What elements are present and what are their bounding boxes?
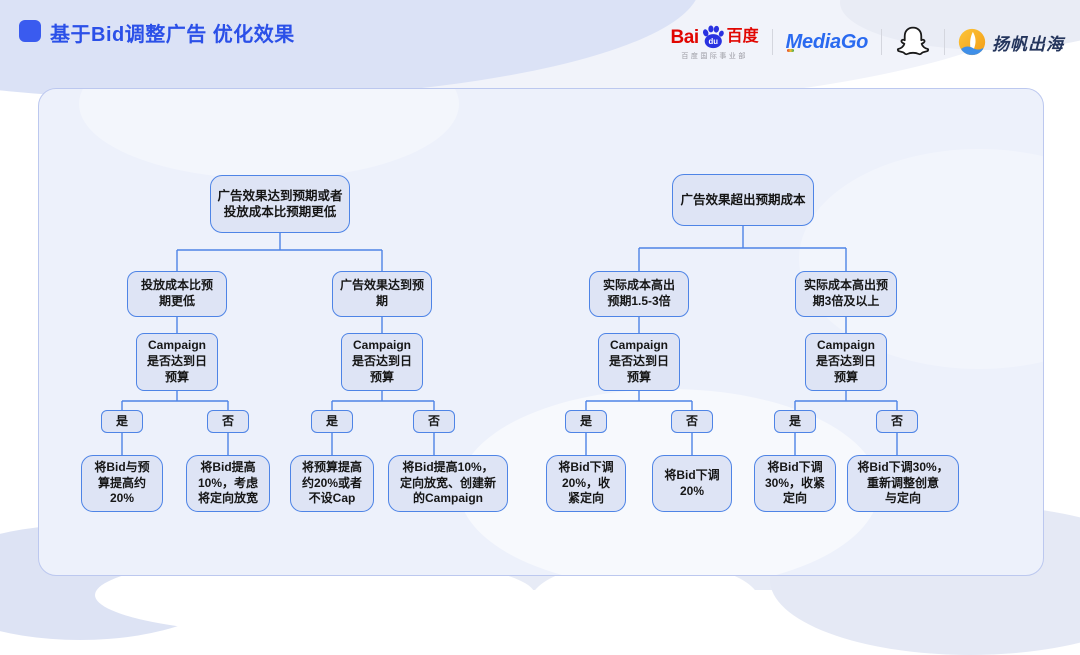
node-action-lower-bid-20-tighten: 将Bid下调 20%，收 紧定向 [546,455,626,512]
title-bullet-icon [19,20,41,42]
node-yes-2: 是 [311,410,353,433]
snapchat-icon [896,26,930,56]
baidu-subtitle: 百度国际事业部 [681,53,748,60]
node-no-1: 否 [207,410,249,433]
logo-divider [881,29,882,55]
node-condition-cost-lower: 投放成本比预 期更低 [127,271,227,317]
node-yes-4: 是 [774,410,816,433]
logo-bar: Bai du 百度 百度国际事业部 MediaGo [671,22,1064,62]
page-title: 基于Bid调整广告 优化效果 [50,24,295,46]
node-no-3: 否 [671,410,713,433]
node-condition-cost-3x-plus: 实际成本高出预 期3倍及以上 [795,271,897,317]
node-decision-budget-3: Campaign 是否达到日 预算 [598,333,680,391]
node-no-4: 否 [876,410,918,433]
baidu-paw-icon: du [702,25,724,49]
node-action-lower-bid-30-recreate: 将Bid下调30%， 重新调整创意 与定向 [847,455,959,512]
node-action-raise-bid-budget-20: 将Bid与预 算提高约 20% [81,455,163,512]
node-yes-3: 是 [565,410,607,433]
baidu-wordmark: Bai [670,26,700,48]
node-condition-cost-1p5-3x: 实际成本高出 预期1.5-3倍 [589,271,689,317]
node-root-right: 广告效果超出预期成本 [672,174,814,226]
mediago-accent [786,48,794,52]
panel-cloud-shape [79,89,459,179]
node-action-lower-bid-30-tighten: 将Bid下调 30%，收紧 定向 [754,455,836,512]
mediago-label: MediaGo [785,30,869,53]
logo-divider [771,29,773,55]
yangfan-label: 扬帆出海 [992,34,1064,54]
baidu-logo: Bai du 百度 百度国际事业部 [671,24,759,60]
baidu-du-label: du [708,37,718,46]
node-action-raise-budget-20-nocap: 将预算提高 约20%或者 不设Cap [290,455,374,512]
node-condition-effect-met: 广告效果达到预 期 [332,271,432,317]
node-no-2: 否 [413,410,455,433]
node-action-lower-bid-20: 将Bid下调 20% [652,455,732,512]
logo-divider [944,29,945,55]
node-decision-budget-2: Campaign 是否达到日 预算 [341,333,423,391]
node-yes-1: 是 [101,410,143,433]
node-action-raise-bid-10-new-campaign: 将Bid提高10%， 定向放宽、创建新 的Campaign [388,455,508,512]
node-decision-budget-1: Campaign 是否达到日 预算 [136,333,218,391]
baidu-cn-label: 百度 [726,28,759,45]
yangfan-logo: 扬帆出海 [958,28,1064,56]
node-root-left: 广告效果达到预期或者 投放成本比预期更低 [210,175,350,233]
sailboat-icon [958,28,986,56]
node-decision-budget-4: Campaign 是否达到日 预算 [805,333,887,391]
node-action-raise-bid-10-widen: 将Bid提高 10%，考虑 将定向放宽 [186,455,270,512]
mediago-logo: MediaGo [785,30,869,54]
